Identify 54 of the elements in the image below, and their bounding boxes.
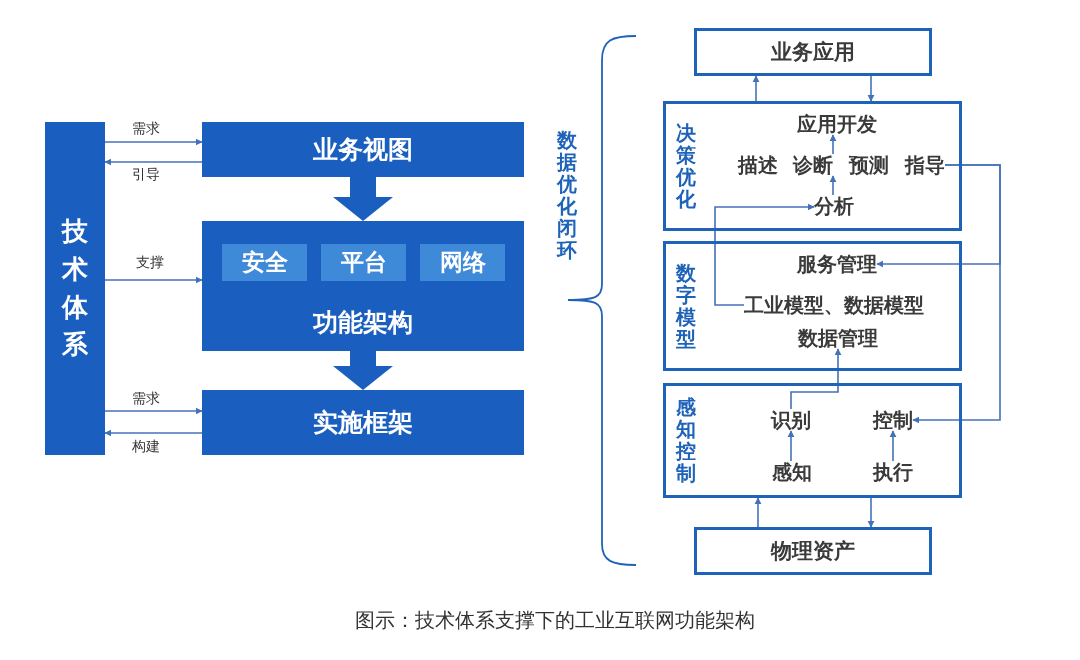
arrow (867, 497, 875, 528)
vertical-heading: 感知控制 (675, 396, 697, 484)
arrow (889, 430, 897, 462)
edge-label: 支撑 (136, 254, 164, 272)
item-text: 工业模型、数据模型 (744, 294, 924, 316)
layer-box: 实施框架 (202, 390, 524, 455)
item-text: 诊断 (793, 154, 833, 176)
arrow (829, 134, 837, 155)
arrow (829, 175, 837, 196)
edge-label: 需求 (132, 120, 160, 138)
item-text: 服务管理 (797, 253, 877, 275)
block-arrow (333, 351, 393, 390)
item-text: 描述 (738, 154, 778, 176)
arrow (912, 164, 1001, 424)
item-text: 执行 (873, 461, 913, 483)
edge-label: 引导 (132, 166, 160, 184)
item-text: 指导 (905, 154, 945, 176)
vertical-heading: 数字模型 (675, 262, 697, 350)
item-text: 控制 (873, 409, 913, 431)
item-text: 感知 (772, 461, 812, 483)
item-text: 预测 (849, 154, 889, 176)
arrow (714, 203, 815, 306)
item-text: 识别 (771, 409, 811, 431)
box-title: 功能架构 (313, 306, 413, 338)
edge-label: 构建 (132, 438, 160, 456)
layer-box (663, 383, 962, 498)
module-box: 网络 (420, 244, 505, 281)
arrow (752, 75, 760, 102)
vertical-heading: 决策优化 (675, 122, 697, 210)
arrow (754, 497, 762, 528)
layer-box (202, 221, 524, 351)
arrow (104, 276, 203, 284)
layer-box: 物理资产 (694, 527, 932, 575)
layer-box: 业务应用 (694, 28, 932, 76)
module-box: 平台 (321, 244, 406, 281)
arrow (104, 407, 203, 415)
item-text: 分析 (814, 195, 854, 217)
item-text: 数据管理 (798, 327, 878, 349)
arrow (787, 430, 795, 462)
layer-box (663, 101, 962, 231)
arrow (104, 138, 203, 146)
layer-box: 业务视图 (202, 122, 524, 177)
arrow (104, 158, 203, 166)
caption: 图示：技术体系支撑下的工业互联网功能架构 (355, 607, 755, 633)
arrow (867, 75, 875, 102)
vertical-label: 数据优化闭环 (556, 129, 578, 261)
block-arrow (333, 177, 393, 221)
item-text: 应用开发 (797, 113, 877, 135)
layer-box (663, 241, 962, 371)
edge-label: 需求 (132, 390, 160, 408)
arrow (790, 348, 842, 410)
arrow (104, 429, 203, 437)
side-bar: 技术体系 (45, 122, 105, 455)
module-box: 安全 (222, 244, 307, 281)
